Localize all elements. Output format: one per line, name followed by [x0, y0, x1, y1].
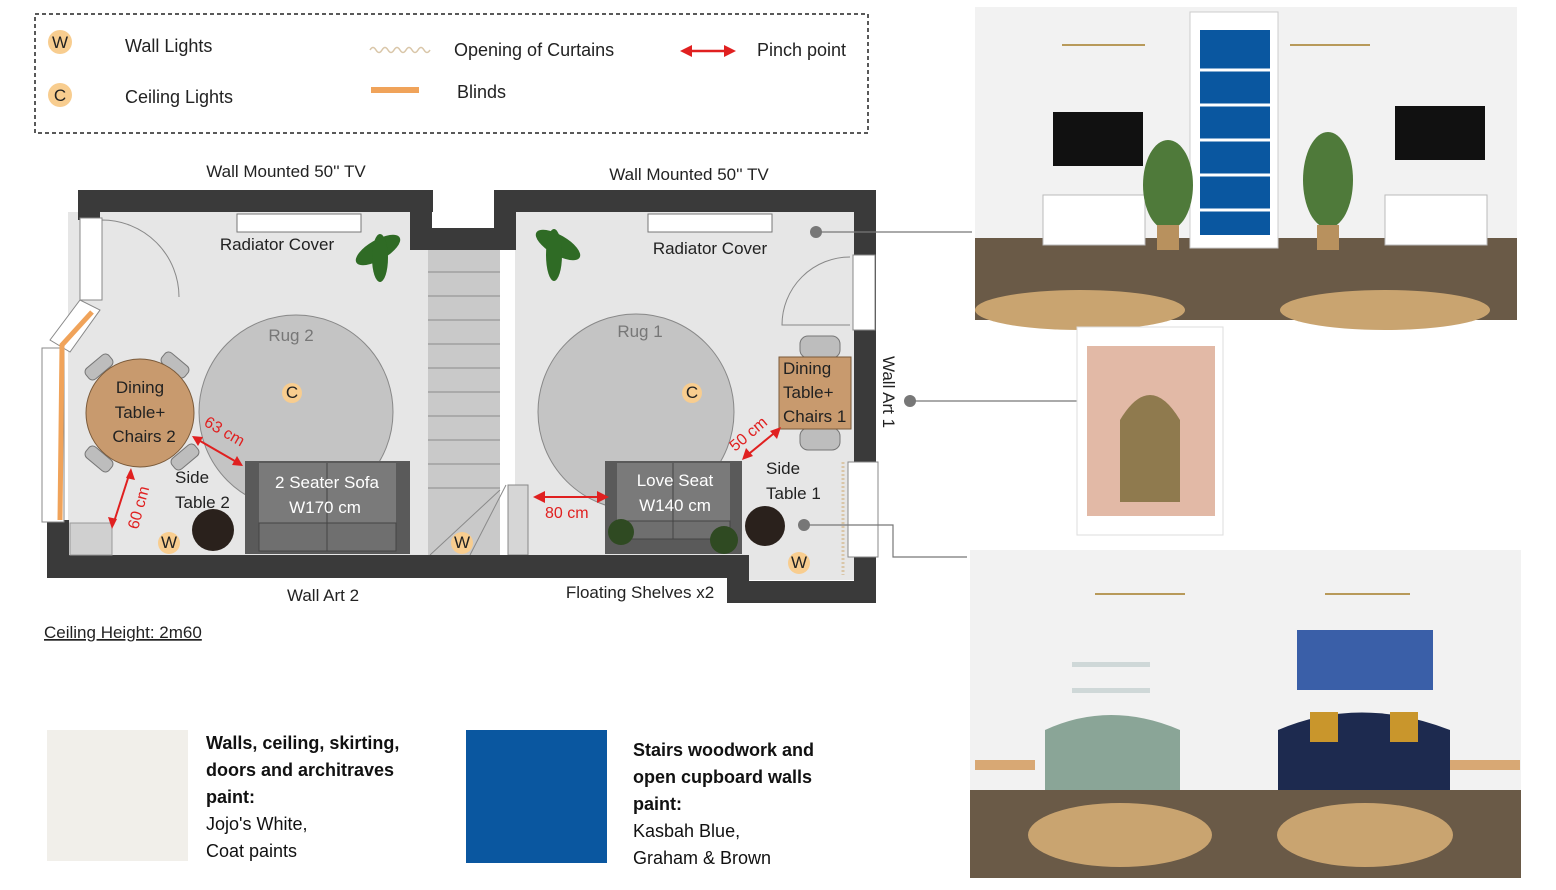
door-left	[101, 219, 180, 298]
door-right	[781, 256, 851, 326]
plan-label: Wall Art 2	[287, 586, 359, 605]
curtain-icon	[369, 46, 431, 54]
plan-label: Side	[766, 459, 800, 478]
radiator-cover-left	[236, 213, 362, 233]
plan-label: W	[161, 533, 177, 552]
ceiling-height: Ceiling Height: 2m60	[44, 623, 202, 642]
plan-label: Dining	[116, 378, 164, 397]
side-table-2	[192, 509, 234, 551]
radiator-cover-right	[647, 213, 773, 233]
render-living-wall	[970, 550, 1521, 878]
plan-label: Dining	[783, 359, 831, 378]
plan-label: 2 Seater Sofa	[275, 473, 380, 492]
swatch-jojos-white	[47, 730, 188, 861]
dining-table-1	[778, 356, 852, 430]
stairs	[428, 248, 529, 556]
pinch-point-arrows	[112, 429, 779, 526]
plan-label: Radiator Cover	[220, 235, 335, 254]
plan-label: Rug 1	[617, 322, 662, 341]
swatch-brand: Graham & Brown	[633, 848, 772, 868]
tv	[1395, 106, 1485, 160]
swatch-title: paint:	[206, 787, 255, 807]
render-tv-wall	[975, 7, 1517, 330]
swatch-title: doors and architraves	[206, 760, 395, 780]
swatch-label-blue: Stairs woodwork and open cupboard walls …	[633, 737, 814, 872]
tv	[1053, 112, 1143, 166]
plan-label: Table+	[783, 383, 834, 402]
plan-label: Floating Shelves x2	[566, 583, 714, 602]
swatch-kasbah-blue	[466, 730, 607, 863]
legend-ceiling-lights: Ceiling Lights	[125, 87, 233, 107]
ceiling-light-icon	[682, 383, 702, 403]
swatch-title: Walls, ceiling, skirting,	[206, 733, 400, 753]
plan-label: C	[54, 86, 66, 105]
wall-light-icon	[158, 532, 810, 574]
pinch-point-icon	[680, 45, 736, 57]
plan-label: W140 cm	[639, 496, 711, 515]
plan-label: Wall Art 1	[879, 356, 898, 428]
plan-label: Side	[175, 468, 209, 487]
plan-label: Radiator Cover	[653, 239, 768, 258]
blinds-icon	[371, 87, 419, 93]
connector-lines	[804, 231, 1077, 558]
plan-label: W	[454, 533, 470, 552]
side-table-1	[745, 506, 785, 546]
plan-label: Wall Mounted 50'' TV	[609, 165, 769, 184]
plan-label: C	[686, 383, 698, 402]
plan-label: Table 2	[175, 493, 230, 512]
plan-label: Love Seat	[637, 471, 714, 490]
sofa-2-seater	[245, 461, 410, 554]
plan-label: W	[791, 553, 807, 572]
plan-label: Wall Mounted 50'' TV	[206, 162, 366, 181]
blinds	[57, 310, 94, 521]
dining-table-2	[85, 358, 195, 468]
plan-label: 80 cm	[545, 505, 589, 522]
plan-label: Pinch point	[757, 40, 846, 60]
plan-label: Rug 2	[268, 326, 313, 345]
plan-label: Table+	[115, 403, 166, 422]
plan-label: Table 1	[766, 484, 821, 503]
swatch-name: Kasbah Blue,	[633, 821, 741, 841]
plan-label: Chairs 1	[783, 407, 846, 426]
plan-label: W	[52, 33, 68, 52]
plan-label: Opening of Curtains	[454, 40, 614, 60]
swatch-brand: Coat paints	[206, 841, 298, 861]
plant-icon	[355, 229, 581, 282]
ceiling-light-icon	[282, 383, 302, 403]
wall-art-1-image	[1076, 326, 1224, 536]
swatch-title: Stairs woodwork and	[633, 740, 815, 760]
legend-wall-lights: Wall Lights	[125, 36, 212, 56]
love-seat	[605, 461, 742, 554]
swatch-name: Jojo's White,	[206, 814, 308, 834]
plan-label: Blinds	[457, 82, 506, 102]
swatch-title: paint:	[633, 794, 682, 814]
swatch-title: open cupboard walls	[633, 767, 813, 787]
plan-label: Chairs 2	[112, 427, 175, 446]
wall-light-icon	[48, 30, 72, 54]
swatch-label-white: Walls, ceiling, skirting, doors and arch…	[206, 730, 399, 865]
ceiling-light-icon	[48, 83, 72, 107]
plan-label: C	[286, 383, 298, 402]
plan-label: W170 cm	[289, 498, 361, 517]
legend: W Wall Lights C Ceiling Lights Opening o…	[34, 13, 869, 134]
